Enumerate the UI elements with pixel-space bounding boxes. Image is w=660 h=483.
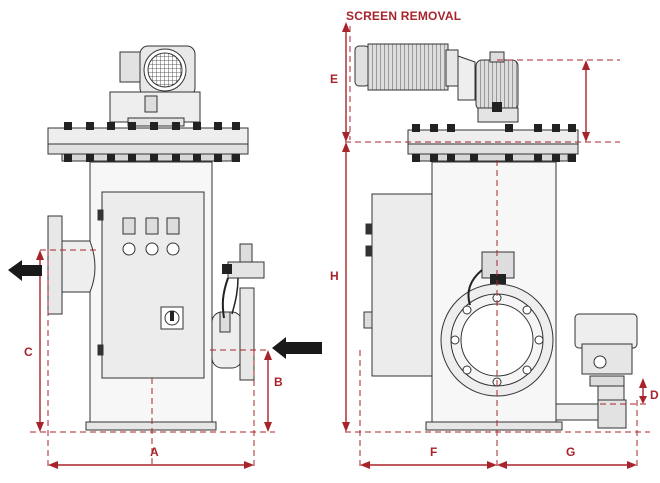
dimension-label-b: B <box>274 375 283 389</box>
side-base <box>425 421 563 431</box>
front-inlet-nozzle <box>211 287 255 381</box>
side-pressure-switch <box>467 251 515 306</box>
front-centerlines <box>30 249 275 470</box>
dimension-label-e: E <box>330 72 339 86</box>
dimension-label-c: C <box>24 345 33 359</box>
front-pressure-switch <box>221 243 265 319</box>
dimension-label-g: G <box>566 445 576 459</box>
side-top-flange <box>407 124 579 162</box>
front-view <box>30 45 275 470</box>
dimension-label-f: F <box>430 445 438 459</box>
dimension-label-h: H <box>330 269 339 283</box>
front-flange-bolts <box>64 122 240 162</box>
side-flange-bolts <box>412 124 576 162</box>
dimension-label-a: A <box>150 445 159 459</box>
dimension-label-d: D <box>650 388 659 402</box>
screen-removal-title: SCREEN REMOVAL <box>346 9 462 23</box>
front-motor <box>109 45 201 127</box>
side-control-panel <box>363 193 433 377</box>
outlet-arrow-icon <box>8 260 42 281</box>
front-control-panel <box>97 191 205 379</box>
front-outlet-nozzle <box>47 215 96 315</box>
front-dimension-lines <box>36 250 272 469</box>
side-motor <box>354 43 519 123</box>
front-base <box>85 421 217 431</box>
side-drain-actuator <box>555 313 638 429</box>
inlet-arrow-icon <box>272 337 322 359</box>
side-centerlines <box>345 26 650 470</box>
side-view <box>345 26 650 470</box>
front-top-flange <box>47 122 249 162</box>
flow-arrows <box>8 260 322 359</box>
side-dimension-lines <box>342 22 647 469</box>
